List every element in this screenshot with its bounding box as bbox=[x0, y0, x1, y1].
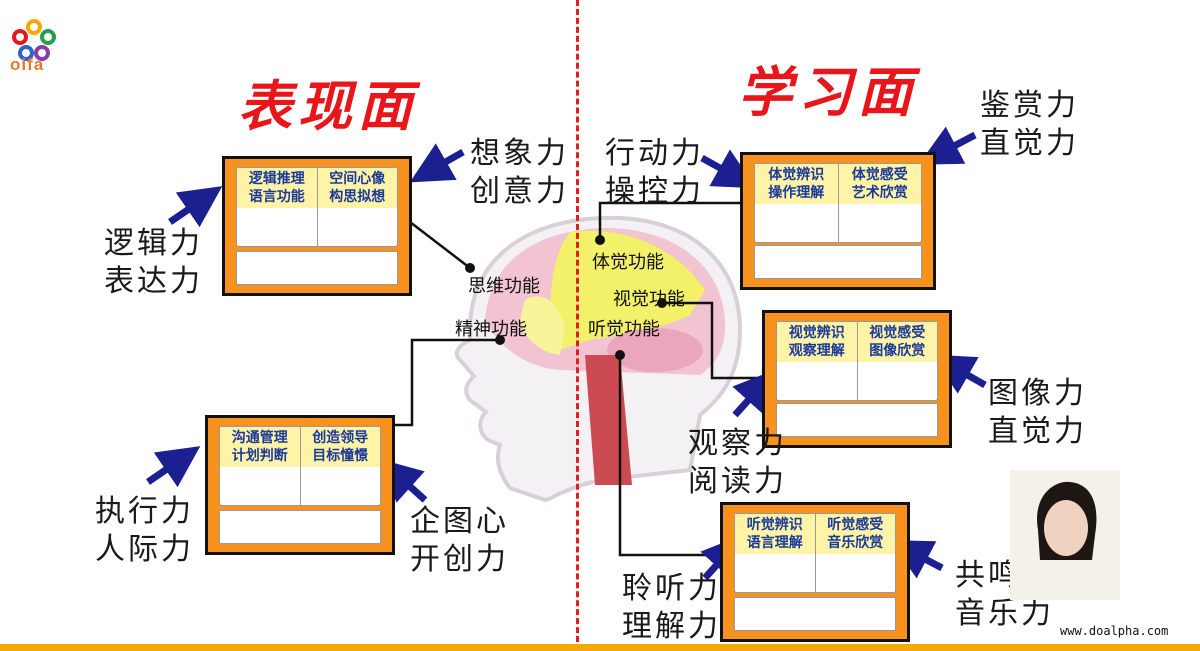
label-music: 共鸣音乐力 bbox=[955, 558, 1054, 631]
label-execution: 执行力人际力 bbox=[95, 494, 194, 567]
left-section-title: 表现面 bbox=[238, 75, 418, 138]
label-imagination: 想象力创意力 bbox=[470, 136, 569, 209]
body-box: 体觉辨识操作理解 体觉感受艺术欣赏 bbox=[740, 152, 936, 290]
visual-box: 视觉辨识观察理解 视觉感受图像欣赏 bbox=[762, 310, 952, 448]
body-cell-a: 体觉辨识操作理解 bbox=[755, 164, 838, 204]
label-logic: 逻辑力表达力 bbox=[104, 226, 203, 299]
hearing-cell-a: 听觉辨识语言理解 bbox=[735, 514, 815, 554]
thinking-cell-b: 空间心像构思拟想 bbox=[317, 168, 397, 208]
spirit-cell-b: 创造领导目标憧憬 bbox=[300, 427, 380, 467]
thinking-grid: 逻辑推理语言功能 空间心像构思拟想 bbox=[236, 167, 398, 247]
label-action: 行动力操控力 bbox=[605, 136, 704, 209]
presenter-video bbox=[1010, 470, 1120, 600]
spirit-grid: 沟通管理计划判断 创造领导目标憧憬 bbox=[219, 426, 381, 506]
body-cell-b: 体觉感受艺术欣赏 bbox=[838, 164, 921, 204]
visual-cell-a: 视觉辨识观察理解 bbox=[777, 322, 857, 362]
thinking-cell-a: 逻辑推理语言功能 bbox=[237, 168, 317, 208]
hearing-cell-b: 听觉感受音乐欣赏 bbox=[815, 514, 895, 554]
hearing-grid: 听觉辨识语言理解 听觉感受音乐欣赏 bbox=[734, 513, 896, 593]
visual-grid: 视觉辨识观察理解 视觉感受图像欣赏 bbox=[776, 321, 938, 401]
label-appreciation: 鉴赏力直觉力 bbox=[980, 88, 1079, 161]
body-footer bbox=[754, 245, 922, 279]
label-image: 图像力直觉力 bbox=[988, 376, 1087, 449]
spirit-cell-a: 沟通管理计划判断 bbox=[220, 427, 300, 467]
bottom-bar bbox=[0, 644, 1200, 651]
hearing-box: 听觉辨识语言理解 听觉感受音乐欣赏 bbox=[720, 502, 910, 642]
logo-text: oifa bbox=[10, 55, 45, 74]
brain-label-hearing: 听觉功能 bbox=[588, 319, 660, 340]
label-listen: 聆听力理解力 bbox=[622, 571, 721, 644]
label-ambition: 企图心开创力 bbox=[410, 504, 509, 577]
visual-footer bbox=[776, 403, 938, 437]
label-observe: 观察力阅读力 bbox=[688, 426, 787, 499]
brain-label-visual: 视觉功能 bbox=[613, 289, 685, 310]
body-grid: 体觉辨识操作理解 体觉感受艺术欣赏 bbox=[754, 163, 922, 243]
visual-cell-b: 视觉感受图像欣赏 bbox=[857, 322, 937, 362]
brain-label-thinking: 思维功能 bbox=[468, 276, 540, 297]
brain-label-body: 体觉功能 bbox=[592, 252, 664, 273]
thinking-footer bbox=[236, 251, 398, 285]
brain-label-spirit: 精神功能 bbox=[455, 319, 527, 340]
oifa-logo-icon bbox=[12, 19, 56, 61]
footer-url: www.doalpha.com bbox=[1060, 624, 1169, 638]
hearing-footer bbox=[734, 597, 896, 631]
spirit-footer bbox=[219, 510, 381, 544]
spirit-box: 沟通管理计划判断 创造领导目标憧憬 bbox=[205, 415, 395, 555]
center-divider bbox=[576, 0, 579, 651]
right-section-title: 学习面 bbox=[738, 61, 918, 124]
thinking-box: 逻辑推理语言功能 空间心像构思拟想 bbox=[222, 156, 412, 296]
